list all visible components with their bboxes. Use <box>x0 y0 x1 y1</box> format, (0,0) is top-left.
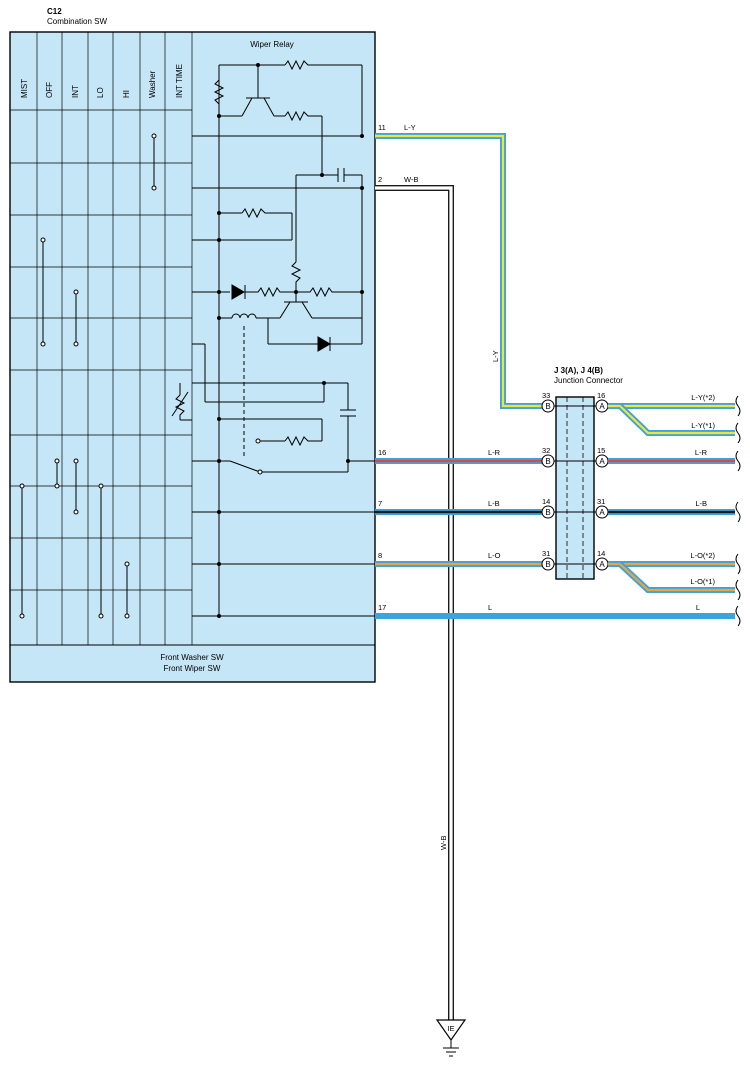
wire-color-label: W-B <box>439 836 448 850</box>
column-header-off: OFF <box>45 82 54 98</box>
junction-internal-dashes <box>566 397 584 579</box>
pin-number: 11 <box>378 123 386 132</box>
pin-number: 16 <box>378 448 386 457</box>
ground-label: IE <box>447 1024 454 1033</box>
output-wire-label: L-O(*1) <box>690 577 715 586</box>
wire-l-y <box>375 133 548 409</box>
front-wiper-sw-label: Front Wiper SW <box>164 664 221 673</box>
column-header-int-time: INT TIME <box>175 64 184 98</box>
component-code: C12 <box>47 7 62 16</box>
combination-switch-panel <box>9 31 376 683</box>
relay-contact-dots <box>255 438 263 475</box>
junction-pin-number: 31 <box>597 497 605 506</box>
wire-color-label: L-Y <box>491 350 500 362</box>
junction-busbars <box>548 405 602 565</box>
terminal-side-letter: A <box>599 457 605 466</box>
column-header-mist: MIST <box>20 79 29 98</box>
terminal-side-letter: A <box>599 402 605 411</box>
wire-l-o-outputs <box>608 561 735 593</box>
wire-color-label: W-B <box>404 175 418 184</box>
junction-pin-number: 16 <box>597 391 605 400</box>
junction-pin-number: 31 <box>542 549 550 558</box>
output-wire-label: L-Y(*2) <box>691 393 715 402</box>
pin-number: 2 <box>378 175 382 184</box>
junction-connector-code: J 3(A), J 4(B) <box>554 366 603 375</box>
ground-icon <box>443 1040 459 1057</box>
junction-pin-number: 15 <box>597 446 605 455</box>
wire-l-y-outputs <box>608 403 735 436</box>
switch-contacts <box>19 133 157 619</box>
pin-number: 7 <box>378 499 382 508</box>
wire-color-label: L-O <box>488 551 501 560</box>
wiper-relay-circuit <box>171 59 375 617</box>
junction-dots <box>217 63 364 618</box>
junction-pin-number: 14 <box>542 497 550 506</box>
junction-connector-name: Junction Connector <box>554 376 623 385</box>
junction-pin-number: 33 <box>542 391 550 400</box>
wire-color-label: L <box>488 603 492 612</box>
pin-number: 8 <box>378 551 382 560</box>
column-header-lo: LO <box>96 87 105 98</box>
column-header-int: INT <box>71 85 80 98</box>
ground-terminal <box>435 1019 467 1042</box>
output-wire-label: L-B <box>695 499 707 508</box>
front-washer-sw-label: Front Washer SW <box>160 653 224 662</box>
column-header-washer: Washer <box>148 70 157 98</box>
terminal-side-letter: A <box>599 560 605 569</box>
output-wire-label: L-Y(*1) <box>691 421 715 430</box>
pin-number: 17 <box>378 603 386 612</box>
junction-connector-body <box>555 396 595 580</box>
junction-pin-number: 32 <box>542 446 550 455</box>
wire-break-marks <box>735 395 741 627</box>
terminal-side-letter: B <box>545 402 550 411</box>
output-wire-label: L-O(*2) <box>690 551 715 560</box>
switch-grid <box>10 32 375 646</box>
terminal-side-letter: A <box>599 508 605 517</box>
component-name: Combination SW <box>47 17 107 26</box>
wire-color-label: L-Y <box>404 123 416 132</box>
wire-w-b <box>375 185 454 1020</box>
output-wire-label: L <box>696 603 700 612</box>
wiper-relay-label: Wiper Relay <box>250 40 294 49</box>
junction-pin-number: 14 <box>597 549 605 558</box>
terminal-side-letter: B <box>545 508 550 517</box>
wire-color-label: L-B <box>488 499 500 508</box>
column-header-hi: HI <box>122 90 131 98</box>
terminal-side-letter: B <box>545 457 550 466</box>
wire-color-label: L-R <box>488 448 501 457</box>
terminal-side-letter: B <box>545 560 550 569</box>
output-wire-label: L-R <box>695 448 708 457</box>
